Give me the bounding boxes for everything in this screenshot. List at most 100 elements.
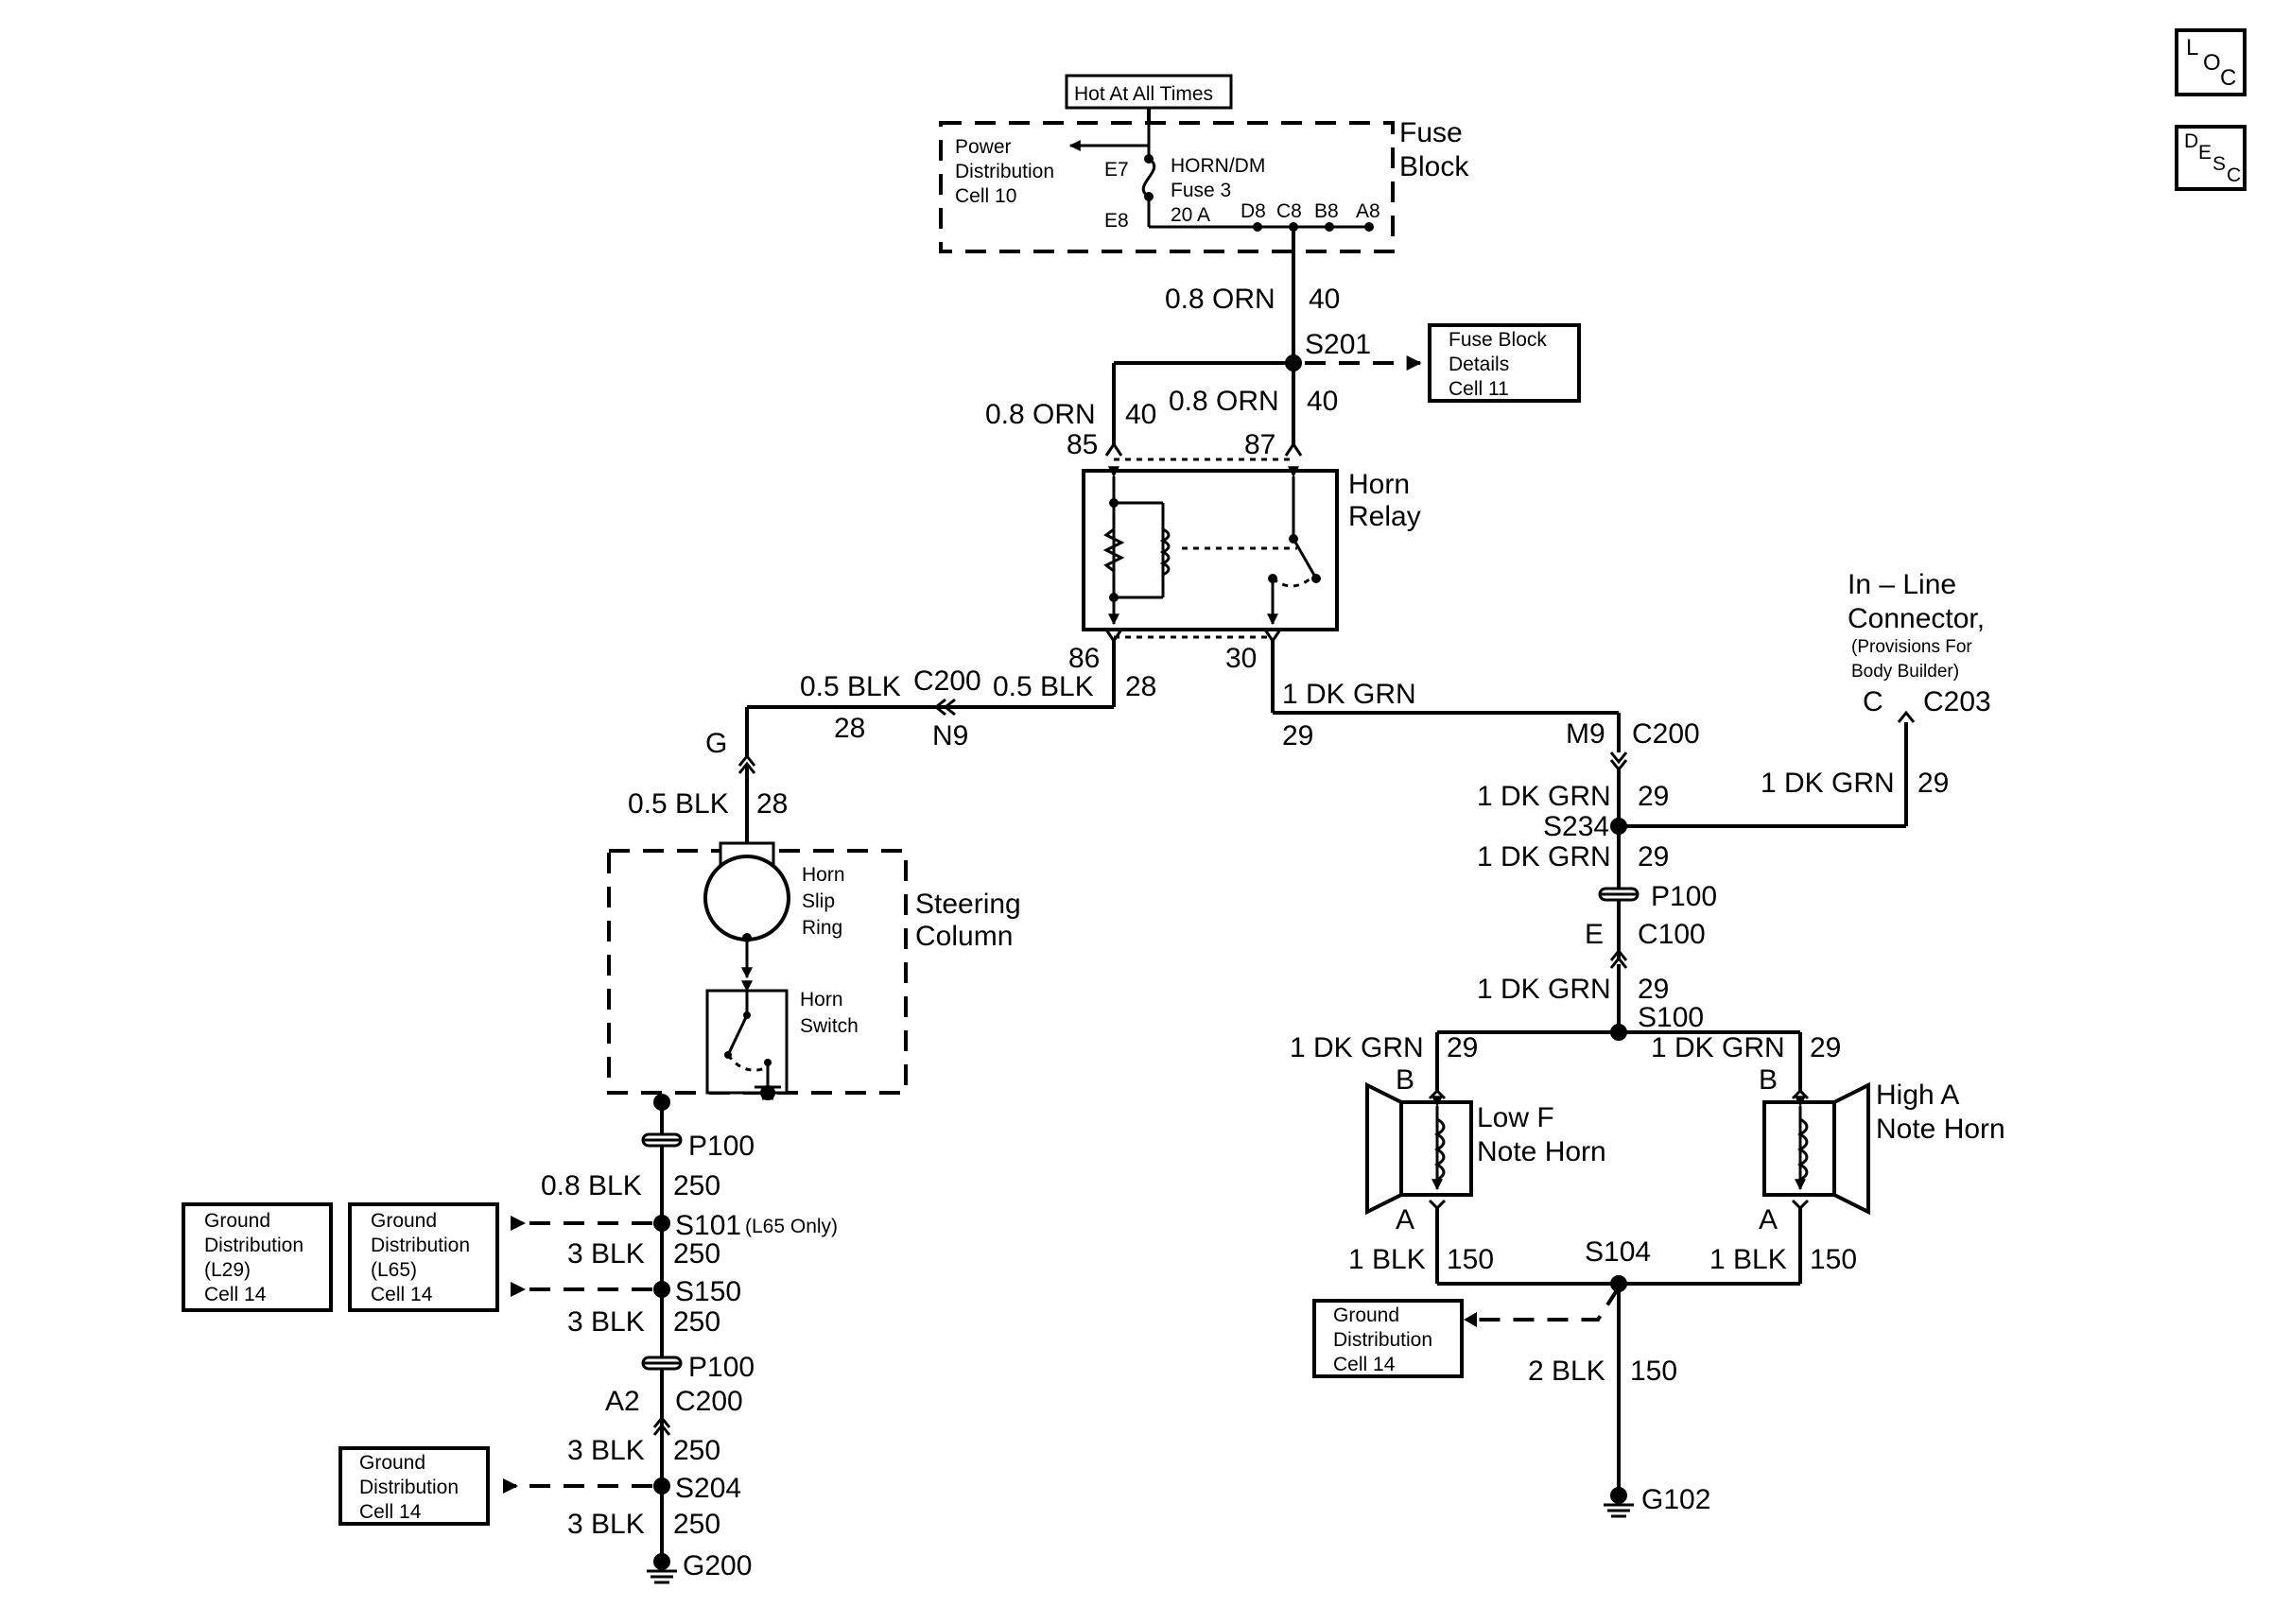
svg-text:0.5 BLK: 0.5 BLK bbox=[628, 788, 729, 820]
svg-text:S: S bbox=[2212, 153, 2226, 175]
svg-text:D8: D8 bbox=[1241, 200, 1266, 222]
svg-text:S100: S100 bbox=[1638, 1002, 1704, 1033]
ground-dist-l29-box[interactable]: Ground Distribution (L29) Cell 14 bbox=[182, 1202, 333, 1312]
svg-text:Distribution: Distribution bbox=[359, 1477, 459, 1498]
svg-text:1 DK GRN: 1 DK GRN bbox=[1761, 768, 1895, 799]
svg-text:250: 250 bbox=[673, 1238, 720, 1270]
svg-text:Column: Column bbox=[915, 921, 1013, 952]
svg-text:3 BLK: 3 BLK bbox=[567, 1435, 645, 1466]
svg-text:0.5 BLK: 0.5 BLK bbox=[993, 671, 1094, 702]
svg-text:Note Horn: Note Horn bbox=[1477, 1136, 1606, 1167]
svg-text:Cell 14: Cell 14 bbox=[359, 1501, 422, 1523]
svg-text:40: 40 bbox=[1307, 386, 1338, 417]
svg-text:C203: C203 bbox=[1923, 686, 1991, 717]
svg-text:Ground: Ground bbox=[371, 1210, 437, 1232]
svg-text:1 DK GRN: 1 DK GRN bbox=[1282, 679, 1416, 710]
svg-text:29: 29 bbox=[1917, 768, 1949, 799]
svg-text:Body Builder): Body Builder) bbox=[1851, 662, 1959, 682]
svg-text:0.5 BLK: 0.5 BLK bbox=[800, 671, 901, 702]
svg-text:Distribution: Distribution bbox=[1333, 1329, 1432, 1351]
horn-slip-ring-icon bbox=[703, 855, 790, 942]
svg-text:Connector,: Connector, bbox=[1848, 603, 1985, 634]
svg-text:HORN/DM: HORN/DM bbox=[1171, 155, 1265, 177]
loc-icon[interactable]: L O C bbox=[2175, 28, 2247, 96]
svg-text:30: 30 bbox=[1225, 643, 1257, 674]
svg-text:S204: S204 bbox=[675, 1473, 741, 1504]
svg-text:20 A: 20 A bbox=[1171, 204, 1210, 226]
ground-dist-s104-box[interactable]: Ground Distribution Cell 14 bbox=[1312, 1299, 1464, 1378]
horn-coil-icon bbox=[1796, 1117, 1809, 1182]
svg-text:M9: M9 bbox=[1566, 718, 1605, 750]
svg-text:29: 29 bbox=[1447, 1032, 1478, 1063]
svg-text:Details: Details bbox=[1449, 354, 1509, 375]
horn-relay: Horn Relay bbox=[1082, 466, 1421, 631]
svg-text:Cell 10: Cell 10 bbox=[955, 185, 1016, 207]
svg-text:1 DK GRN: 1 DK GRN bbox=[1477, 781, 1611, 812]
svg-text:250: 250 bbox=[673, 1435, 720, 1466]
inline-connector-label: In – Line Connector, (Provisions For Bod… bbox=[1848, 569, 1985, 682]
svg-text:0.8 ORN: 0.8 ORN bbox=[1165, 284, 1275, 315]
svg-text:Ground: Ground bbox=[1333, 1304, 1399, 1326]
svg-text:3 BLK: 3 BLK bbox=[567, 1509, 645, 1540]
svg-text:(Provisions For: (Provisions For bbox=[1851, 637, 1972, 657]
svg-text:40: 40 bbox=[1125, 399, 1156, 430]
coil-icon bbox=[1159, 527, 1171, 577]
svg-text:C: C bbox=[2227, 164, 2241, 186]
svg-text:C100: C100 bbox=[1638, 919, 1706, 950]
svg-text:86: 86 bbox=[1068, 643, 1100, 674]
svg-text:2 BLK: 2 BLK bbox=[1528, 1356, 1605, 1387]
svg-text:Hot At All Times: Hot At All Times bbox=[1074, 83, 1213, 105]
svg-text:250: 250 bbox=[673, 1170, 720, 1201]
svg-text:C200: C200 bbox=[913, 665, 981, 697]
steering-column: Steering Column Horn Slip Ring Horn Swit… bbox=[607, 841, 1021, 1100]
svg-text:B: B bbox=[1396, 1064, 1414, 1096]
svg-text:S150: S150 bbox=[675, 1276, 741, 1307]
svg-text:E7: E7 bbox=[1104, 159, 1129, 181]
svg-text:A: A bbox=[1396, 1204, 1414, 1235]
svg-text:Steering: Steering bbox=[915, 889, 1021, 920]
svg-text:B8: B8 bbox=[1314, 200, 1339, 222]
svg-text:S104: S104 bbox=[1585, 1236, 1651, 1268]
svg-text:1 DK GRN: 1 DK GRN bbox=[1651, 1032, 1785, 1063]
ground-dist-s204-box[interactable]: Ground Distribution Cell 14 bbox=[338, 1446, 490, 1526]
svg-text:N9: N9 bbox=[932, 720, 968, 752]
svg-text:A2: A2 bbox=[605, 1386, 640, 1417]
svg-text:29: 29 bbox=[1282, 720, 1313, 752]
svg-text:Fuse: Fuse bbox=[1399, 117, 1463, 148]
ground-dist-l65-box[interactable]: Ground Distribution (L65) Cell 14 bbox=[348, 1202, 499, 1312]
svg-text:40: 40 bbox=[1309, 284, 1340, 315]
desc-icon[interactable]: D E S C bbox=[2175, 125, 2247, 191]
svg-text:E: E bbox=[2198, 142, 2212, 164]
svg-text:Block: Block bbox=[1399, 151, 1469, 182]
svg-text:Switch: Switch bbox=[800, 1015, 859, 1037]
svg-text:Distribution: Distribution bbox=[371, 1235, 470, 1256]
svg-text:3 BLK: 3 BLK bbox=[567, 1306, 645, 1338]
svg-text:S101: S101 bbox=[675, 1210, 741, 1241]
svg-text:Cell 14: Cell 14 bbox=[1333, 1354, 1396, 1375]
svg-text:28: 28 bbox=[834, 713, 865, 744]
svg-text:P100: P100 bbox=[688, 1131, 755, 1162]
svg-text:A: A bbox=[1759, 1204, 1778, 1235]
svg-text:C: C bbox=[1863, 686, 1883, 717]
svg-text:(L65 Only): (L65 Only) bbox=[745, 1216, 838, 1237]
svg-text:(L65): (L65) bbox=[371, 1259, 417, 1281]
svg-text:29: 29 bbox=[1638, 974, 1669, 1005]
fuse-block: Fuse Block Power Distribution Cell 10 E7… bbox=[939, 117, 1469, 253]
svg-text:G102: G102 bbox=[1641, 1484, 1710, 1515]
svg-text:C200: C200 bbox=[1632, 718, 1700, 750]
svg-text:Relay: Relay bbox=[1348, 501, 1421, 532]
svg-text:Low F: Low F bbox=[1477, 1102, 1554, 1133]
svg-text:87: 87 bbox=[1244, 429, 1275, 460]
svg-text:Note Horn: Note Horn bbox=[1876, 1114, 2005, 1145]
svg-text:E: E bbox=[1585, 919, 1604, 950]
svg-text:C8: C8 bbox=[1276, 200, 1302, 222]
low-f-note-horn: Low F Note Horn bbox=[1365, 1081, 1606, 1216]
fuse-block-details-box[interactable]: Fuse Block Details Cell 11 bbox=[1428, 323, 1581, 403]
svg-text:1 BLK: 1 BLK bbox=[1709, 1244, 1787, 1275]
svg-text:Slip: Slip bbox=[802, 890, 835, 912]
svg-text:29: 29 bbox=[1638, 841, 1669, 872]
svg-text:P100: P100 bbox=[688, 1352, 755, 1383]
svg-text:A8: A8 bbox=[1356, 200, 1380, 222]
svg-text:Cell 11: Cell 11 bbox=[1449, 378, 1509, 400]
